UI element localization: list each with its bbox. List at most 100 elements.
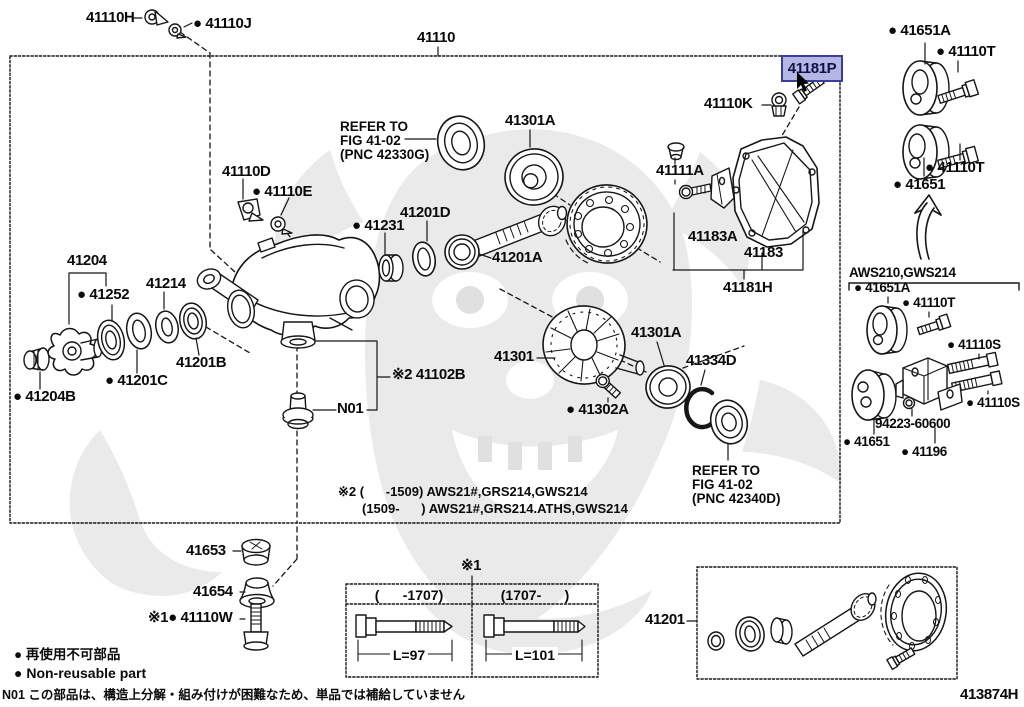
clip-41110H-drawing: [144, 9, 169, 26]
part-label-41110W[interactable]: ※1● 41110W: [148, 609, 233, 626]
table-col1-length: L=97: [346, 647, 472, 663]
part-label-41201C[interactable]: ● 41201C: [105, 372, 168, 389]
plug-N01-drawing: [282, 392, 314, 430]
bearing-41301A-lower-drawing: [645, 365, 691, 409]
part-label-41201B[interactable]: 41201B: [176, 354, 227, 371]
cushion-41651-aws-drawing: [851, 369, 897, 421]
part-label-41110T-a[interactable]: ● 41110T: [936, 43, 996, 60]
part-label-41653[interactable]: 41653: [186, 542, 226, 559]
part-label-N01[interactable]: N01: [337, 400, 364, 417]
table-bolt-early-drawing: [355, 614, 453, 662]
selected-part-highlight[interactable]: 41181P: [781, 55, 843, 82]
diff-case-41301-drawing: [542, 305, 645, 385]
clip-41110J-drawing: [168, 23, 187, 39]
companion-flange-41204-drawing: [47, 327, 103, 376]
part-label-41201D[interactable]: 41201D: [400, 204, 451, 221]
part-label-41181P[interactable]: 41181P: [787, 60, 837, 77]
bolt-41110W-drawing: [243, 603, 269, 651]
part-label-41231[interactable]: ● 41231: [352, 217, 405, 234]
bolt-41111A-drawing: [678, 183, 712, 200]
table-col1-header: ( -1707): [374, 587, 444, 603]
bolt-41110T-b-drawing: [937, 145, 980, 169]
part-label-41183A[interactable]: 41183A: [688, 228, 738, 245]
part-label-41651A-aws[interactable]: ● 41651A: [854, 280, 910, 295]
part-label-41252[interactable]: ● 41252: [77, 286, 130, 303]
table-col2-header: (1707- ): [500, 587, 570, 603]
part-label-41651-aws[interactable]: ● 41651: [843, 434, 890, 449]
legend-en: ● Non-reusable part: [14, 665, 147, 681]
part-label-41651-top[interactable]: ● 41651: [893, 176, 946, 193]
oil-seal-front-drawing: [436, 115, 486, 171]
washer-41214-drawing: [154, 310, 180, 344]
part-label-41301A-2[interactable]: 41301A: [631, 324, 682, 341]
main-diagram-box: [9, 55, 841, 524]
clip-41110E-drawing: [270, 216, 293, 235]
figure-code: 413874H: [960, 686, 1019, 703]
cushion-41651A-top-drawing: [902, 60, 950, 116]
part-label-41110E[interactable]: ● 41110E: [252, 183, 313, 200]
bracket-94223-60600-drawing: [895, 357, 963, 411]
part-label-41651A-top[interactable]: ● 41651A: [888, 22, 951, 39]
table-bolt-late-drawing: [483, 614, 586, 662]
part-label-41301[interactable]: 41301: [494, 348, 534, 365]
seal-41201C-drawing: [125, 312, 153, 350]
seal-41252-drawing: [96, 319, 126, 361]
part-label-41204[interactable]: 41204: [67, 252, 107, 269]
part-label-41183[interactable]: 41183: [744, 244, 783, 261]
collar-41231-drawing: [378, 254, 404, 282]
part-label-41302A[interactable]: ● 41302A: [566, 401, 629, 418]
leader-lines: [39, 17, 989, 622]
pinion-shaft-41201A-drawing: [444, 205, 568, 270]
part-label-94223-60600[interactable]: 94223-60600: [875, 416, 951, 431]
gasket-bracket-41183A-drawing: [710, 167, 735, 209]
cushion-41653-drawing: [241, 538, 271, 566]
oil-seal-rear-drawing: [709, 399, 749, 445]
part-label-41110J[interactable]: ● 41110J: [193, 15, 252, 32]
part-label-41110H[interactable]: 41110H: [86, 9, 135, 26]
note-n01: N01 この部品は、構造上分解・組み付けが困難なため、単品では補給していません: [2, 688, 466, 702]
bolt-41302A-drawing: [595, 373, 622, 399]
part-label-41214[interactable]: 41214: [146, 275, 186, 292]
group-brackets: [68, 212, 804, 411]
part-label-41204B[interactable]: ● 41204B: [13, 388, 76, 405]
ring-gear-drawing: [565, 184, 648, 264]
aws-section-header: AWS210,GWS214: [849, 265, 956, 280]
clip-41110D-drawing: [237, 198, 264, 222]
table-mark-asterisk1: ※1: [461, 557, 482, 574]
part-label-41110K[interactable]: 41110K: [704, 95, 753, 112]
spacer-41204B-drawing: [23, 347, 50, 371]
bearing-41301A-upper-drawing: [504, 148, 564, 206]
part-label-41201-set[interactable]: 41201: [645, 611, 685, 628]
cushion-41651A-aws-drawing: [866, 305, 908, 355]
watermark-oni-mask: [69, 129, 842, 655]
part-label-41110S-a[interactable]: ● 41110S: [947, 337, 1001, 352]
part-label-41110D[interactable]: 41110D: [222, 163, 271, 180]
part-label-41181H[interactable]: 41181H: [723, 279, 773, 296]
part-label-41334D[interactable]: 41334D: [686, 352, 737, 369]
part-label-41102B[interactable]: ※2 41102B: [392, 366, 466, 383]
part-label-41301A-1[interactable]: 41301A: [505, 112, 556, 129]
up-arrow: [914, 194, 942, 260]
part-label-41110S-b[interactable]: ● 41110S: [966, 395, 1020, 410]
bolt-table-box: [345, 583, 599, 678]
part-label-41654[interactable]: 41654: [193, 583, 233, 600]
part-label-41110T-b[interactable]: ● 41110T: [925, 159, 985, 176]
part-label-41110T-aws[interactable]: ● 41110T: [902, 295, 956, 310]
cursor-icon: [794, 72, 814, 96]
part-label-41201A[interactable]: 41201A: [492, 249, 543, 266]
part-label-41111A[interactable]: 41111A: [656, 162, 704, 179]
note-asterisk2: ※2 ( -1509) AWS21#,GRS214,GWS214(1509- )…: [338, 484, 628, 516]
washer-41201D-drawing: [411, 241, 437, 277]
part-label-41110[interactable]: 41110: [417, 29, 456, 46]
carrier-housing-drawing: [196, 234, 381, 349]
breather-41110K-drawing: [771, 92, 787, 117]
bolt-41110T-aws-drawing: [916, 313, 952, 336]
snap-ring-41334D-drawing: [684, 386, 717, 430]
pinion-kit-41201-drawing: [707, 572, 948, 671]
table-col2-length: L=101: [472, 647, 598, 663]
part-label-41196[interactable]: ● 41196: [901, 444, 947, 459]
cap-41111A-drawing: [667, 142, 685, 161]
